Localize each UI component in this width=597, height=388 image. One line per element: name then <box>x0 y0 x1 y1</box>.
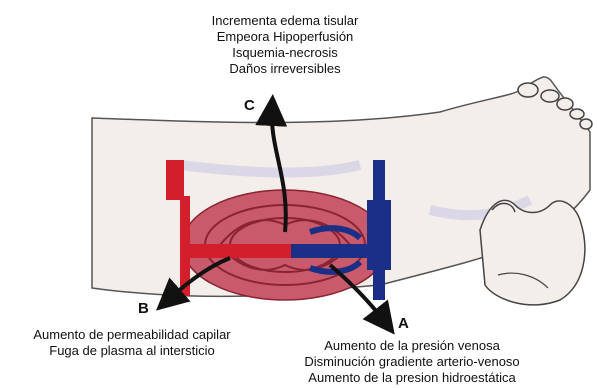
effects-c-line: Daños irreversibles <box>160 61 410 77</box>
effects-b-line: Fuga de plasma al intersticio <box>2 343 262 359</box>
effects-c-text: Incrementa edema tisular Empeora Hipoper… <box>160 13 410 77</box>
effects-a-line: Aumento de la presion hidroestática <box>262 370 562 386</box>
label-b: B <box>138 300 149 317</box>
label-c: C <box>244 97 255 114</box>
effects-c-line: Isquemia-necrosis <box>160 45 410 61</box>
effects-c-line: Incrementa edema tisular <box>160 13 410 29</box>
effects-a-text: Aumento de la presión venosa Disminución… <box>262 338 562 386</box>
effects-a-line: Aumento de la presión venosa <box>262 338 562 354</box>
effects-b-text: Aumento de permeabilidad capilar Fuga de… <box>2 327 262 359</box>
effects-a-line: Disminución gradiente arterio-venoso <box>262 354 562 370</box>
effects-b-line: Aumento de permeabilidad capilar <box>2 327 262 343</box>
effects-c-line: Empeora Hipoperfusión <box>160 29 410 45</box>
examiner-hand <box>480 200 585 305</box>
label-a: A <box>398 315 409 332</box>
